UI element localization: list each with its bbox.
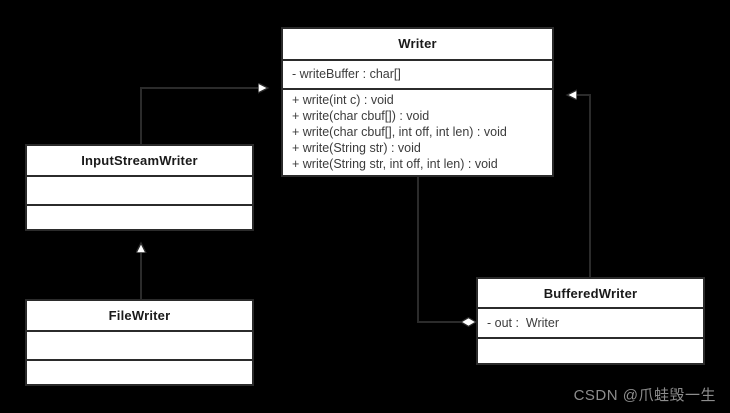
class-methods-bufferedwriter: [478, 337, 703, 363]
class-title-filewriter: FileWriter: [108, 308, 171, 323]
method-item: + write(String str) : void: [292, 141, 421, 156]
watermark-text: CSDN @爪蛙毁一生: [573, 387, 716, 404]
class-methods-inputstreamwriter: [27, 204, 252, 229]
class-box-inputstreamwriter[interactable]: InputStreamWriter: [25, 144, 254, 231]
method-item: + write(String str, int off, int len) : …: [292, 157, 498, 172]
attribute-item: - writeBuffer : char[]: [292, 67, 401, 82]
class-box-filewriter[interactable]: FileWriter: [25, 299, 254, 386]
class-attributes-writer: - writeBuffer : char[]: [283, 58, 552, 88]
edge-bufferedwriter-to-writer: [567, 95, 591, 277]
edge-inputstreamwriter-to-writer: [140, 88, 268, 144]
class-title-writer: Writer: [398, 36, 437, 52]
class-title-inputstreamwriter: InputStreamWriter: [81, 153, 198, 168]
class-box-bufferedwriter[interactable]: BufferedWriter - out : Writer: [476, 277, 705, 365]
method-item: + write(char cbuf[]) : void: [292, 109, 430, 124]
class-box-writer[interactable]: Writer - writeBuffer : char[] + write(in…: [281, 27, 554, 177]
edge-bufferedwriter-aggregates-writer: [417, 177, 476, 322]
class-attributes-filewriter: [27, 330, 252, 359]
class-methods-writer: + write(int c) : void + write(char cbuf[…: [283, 87, 552, 175]
class-title-bufferedwriter: BufferedWriter: [543, 285, 638, 301]
method-item: + write(char cbuf[], int off, int len) :…: [292, 125, 507, 140]
class-methods-filewriter: [27, 359, 252, 384]
class-attributes-inputstreamwriter: [27, 175, 252, 204]
method-item: + write(int c) : void: [292, 93, 394, 108]
class-attributes-bufferedwriter: - out : Writer: [478, 307, 703, 337]
attribute-item: - out : Writer: [487, 316, 560, 330]
